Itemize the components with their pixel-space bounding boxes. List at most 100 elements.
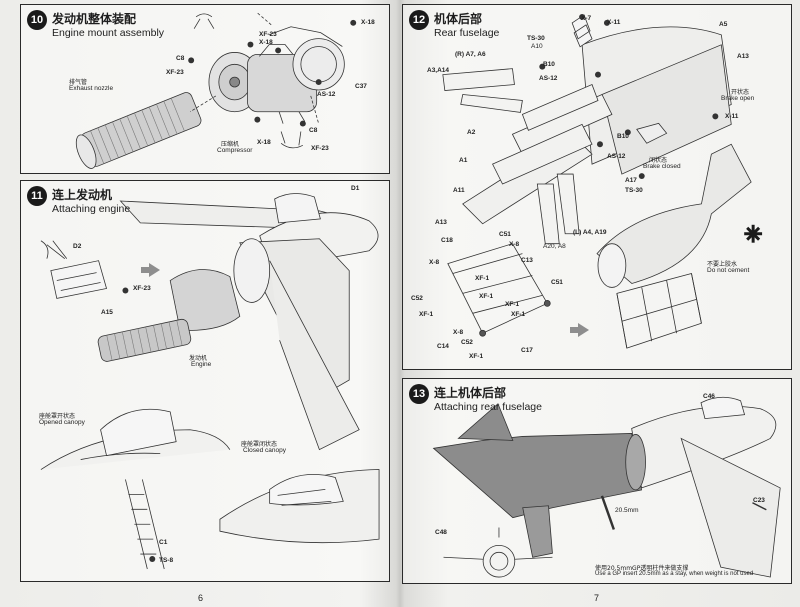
part-label: TS-30 — [625, 187, 643, 194]
brake-closed-label-cn: 闭状态 — [649, 157, 668, 164]
part-label: A13 — [435, 219, 447, 226]
part-label: (R) A7, A6 — [455, 51, 486, 58]
page-number-right: 7 — [594, 593, 600, 603]
closed-canopy-view — [219, 469, 380, 544]
left-page: 10 发动机整体装配 Engine mount assembly — [0, 0, 398, 607]
part-label: C14 — [437, 343, 449, 350]
part-label: A15 — [101, 309, 113, 316]
canopy-inset — [40, 240, 108, 299]
step-12-panel: 12 机体后部 Rear fuselage — [402, 4, 792, 370]
part-label: C13 — [521, 257, 533, 264]
step-13-panel: 13 连上机体后部 Attaching rear fuselage — [402, 378, 792, 584]
part-label: X-18 — [361, 19, 375, 26]
stay-note-en: Use a GP insert 20.5mm as a stay, when w… — [595, 571, 754, 577]
part-label: X-7 — [581, 15, 592, 22]
step-11-header: 11 连上发动机 Attaching engine — [27, 186, 130, 215]
step-title-cn: 连上发动机 — [52, 188, 113, 202]
compressor-label-en: Compressor — [217, 147, 253, 154]
step-11-panel: 11 连上发动机 Attaching engine — [20, 180, 390, 582]
compressor-label-cn: 压缩机 — [221, 141, 240, 148]
attaching-rear-fuselage-drawing — [432, 396, 781, 578]
step-title-cn: 连上机体后部 — [434, 386, 507, 400]
part-label: XF-23 — [166, 69, 184, 76]
brake-open-label-cn: 开状态 — [731, 89, 750, 96]
engine-label-en: Engine — [191, 361, 212, 368]
no-cement-label-cn: 不要上胶水 — [707, 261, 738, 268]
step-number-badge: 10 — [27, 10, 47, 30]
part-label: C1 — [159, 539, 168, 546]
landing-gear-jig — [447, 243, 551, 337]
part-label: X-18 — [257, 139, 271, 146]
part-label: C17 — [521, 347, 533, 354]
part-label: C8 — [176, 55, 185, 62]
part-label: XF-1 — [479, 293, 494, 300]
part-label: TS-8 — [159, 557, 174, 564]
part-label: A2 — [467, 129, 476, 136]
step-12-header: 12 机体后部 Rear fuselage — [409, 10, 499, 39]
part-label: TS-30 — [527, 35, 545, 42]
part-label: C8 — [309, 127, 318, 134]
part-label: XF-1 — [505, 301, 520, 308]
dimension-label: 20.5mm — [615, 507, 639, 514]
no-cement-label-en: Do not cement — [707, 267, 750, 274]
part-label: (L) A4, A19 — [573, 229, 607, 236]
head-on-view — [443, 527, 553, 578]
opened-canopy-label-en: Opened canopy — [39, 419, 85, 426]
part-label: A13 — [737, 53, 749, 60]
part-label: XF-1 — [475, 275, 490, 282]
brake-open-label-en: Brake open — [721, 95, 755, 102]
step-number-badge: 12 — [409, 10, 429, 30]
stay-note-cn: 使用20.5mmGP透明柱件来做支撑 — [595, 565, 689, 572]
part-label: XF-1 — [511, 311, 526, 318]
part-label: A10 — [531, 43, 543, 50]
part-label: X-8 — [509, 241, 520, 248]
step-10-header: 10 发动机整体装配 Engine mount assembly — [27, 10, 164, 39]
closed-canopy-label-en: Closed canopy — [243, 447, 286, 454]
step-13-header: 13 连上机体后部 Attaching rear fuselage — [409, 384, 542, 413]
step-title-en: Attaching rear fuselage — [434, 401, 542, 413]
part-label: A11 — [453, 187, 465, 194]
direction-arrow — [141, 263, 160, 277]
part-label: B10 — [543, 61, 555, 68]
brake-closed-label-en: Brake closed — [643, 163, 681, 170]
part-label: C48 — [435, 529, 447, 536]
engine-body-part — [189, 12, 345, 124]
part-label: XF-23 — [133, 285, 151, 292]
opened-canopy-label-cn: 座舱罩开状态 — [39, 413, 76, 420]
exhaust-label-cn: 排气管 — [69, 79, 88, 86]
part-label: C52 — [411, 295, 423, 302]
step-title-cn: 机体后部 — [434, 12, 483, 26]
part-label: AS-12 — [607, 153, 626, 160]
exhaust-label-en: Exhaust nozzle — [69, 85, 114, 92]
part-label: X-11 — [607, 19, 621, 26]
rear-fuselage-drawing — [442, 13, 763, 349]
engine-part — [97, 238, 271, 362]
attaching-engine-drawing — [40, 193, 380, 570]
part-label: AS-12 — [317, 91, 336, 98]
part-label: C52 — [461, 339, 473, 346]
part-label: D2 — [73, 243, 82, 250]
part-label: B10 — [617, 133, 629, 140]
part-label: C46 — [703, 393, 715, 400]
part-label: XF-1 — [419, 311, 434, 318]
no-cement-icon — [744, 224, 763, 243]
part-label: X-18 — [259, 39, 273, 46]
part-label: A5 — [719, 21, 728, 28]
part-label: X-8 — [453, 329, 464, 336]
step-title-en: Engine mount assembly — [52, 27, 165, 39]
step-title-en: Attaching engine — [52, 203, 131, 215]
part-label: A1 — [459, 157, 468, 164]
part-label: C18 — [441, 237, 453, 244]
step-number-badge: 11 — [27, 186, 47, 206]
right-page: 12 机体后部 Rear fuselage — [402, 0, 800, 607]
part-label: A20, A8 — [543, 243, 566, 250]
part-label: AS-12 — [539, 75, 558, 82]
part-label: XF-23 — [311, 145, 329, 152]
part-label: X-11 — [725, 113, 739, 120]
part-label: A17 — [625, 177, 637, 184]
part-label: XF-23 — [259, 31, 277, 38]
opened-canopy-view — [40, 408, 231, 570]
rear-fuselage-shaded — [432, 433, 643, 519]
engine-label-cn: 发动机 — [189, 355, 208, 362]
